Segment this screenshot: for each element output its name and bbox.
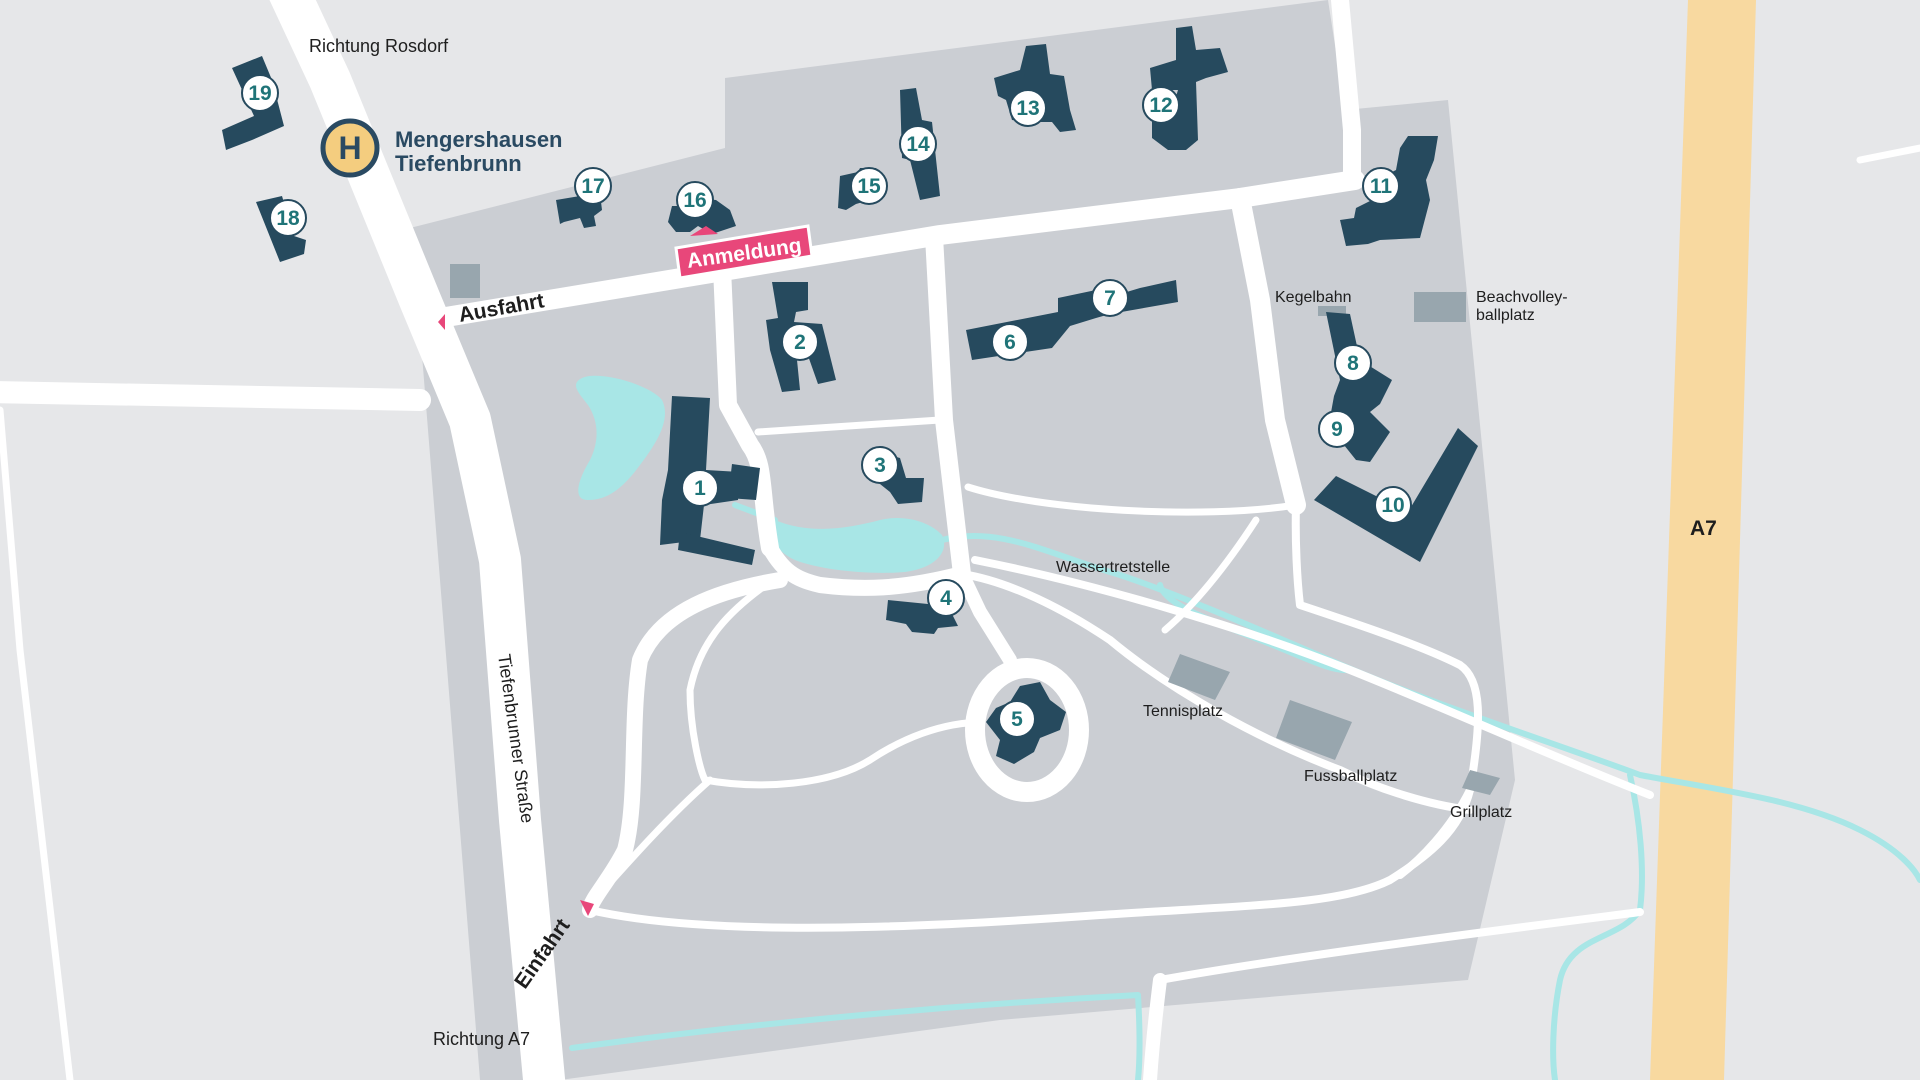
building-marker-circle — [927, 579, 965, 617]
building-marker-circle — [1091, 279, 1129, 317]
building-marker-circle — [991, 323, 1029, 361]
building-13-marker[interactable]: 13 — [1009, 89, 1047, 127]
label-motorway-a7: A7 — [1690, 517, 1717, 540]
label-kegelbahn: Kegelbahn — [1275, 289, 1352, 306]
building-number: 3 — [874, 454, 886, 477]
building-marker-circle — [681, 469, 719, 507]
beachvolleyball-court — [1414, 292, 1466, 322]
label-wassertretstelle: Wassertretstelle — [1056, 559, 1170, 576]
building-number: 4 — [940, 587, 952, 610]
building-number: 16 — [683, 189, 706, 212]
building-11-marker[interactable]: 11 — [1362, 167, 1400, 205]
ausfahrt-arrow-icon — [438, 314, 445, 330]
pond-west — [575, 375, 665, 500]
label-richtung-a7: Richtung A7 — [433, 1029, 530, 1049]
building-marker-circle — [781, 323, 819, 361]
anmeldung-badge — [674, 224, 814, 280]
building-number: 5 — [1011, 708, 1023, 731]
building-1-marker[interactable]: 1 — [681, 469, 719, 507]
label-beachvolleyballplatz-1: Beachvolley- — [1476, 289, 1568, 306]
building-number: 12 — [1149, 94, 1172, 117]
building-number: 17 — [581, 175, 604, 198]
bus-stop-letter: H — [338, 130, 361, 166]
building-number: 8 — [1347, 352, 1359, 375]
facilities — [450, 264, 1500, 795]
football-field — [1276, 700, 1352, 760]
building-marker-circle — [241, 74, 279, 112]
building-number: 6 — [1004, 331, 1016, 354]
building-number: 11 — [1370, 175, 1393, 198]
building-number: 7 — [1104, 287, 1116, 310]
building-9-marker[interactable]: 9 — [1318, 410, 1356, 448]
building-number: 2 — [794, 331, 806, 354]
building-number: 19 — [248, 82, 271, 105]
building-marker-circle — [850, 167, 888, 205]
kegelbahn-marker — [1318, 306, 1346, 316]
tennis-court — [1168, 654, 1230, 700]
building-17-marker[interactable]: 17 — [574, 167, 612, 205]
grill-area — [1462, 770, 1500, 795]
building-marker-circle — [1318, 410, 1356, 448]
building-14-marker[interactable]: 14 — [899, 125, 937, 163]
building-16-marker[interactable]: 16 — [676, 181, 714, 219]
label-tennisplatz: Tennisplatz — [1143, 703, 1223, 720]
bus-stop-h-icon — [320, 118, 380, 178]
building-marker-circle — [1334, 344, 1372, 382]
pond-central — [772, 517, 945, 573]
bus-stop[interactable]: H Mengershausen Tiefenbrunn — [320, 118, 563, 178]
building-marker-circle — [676, 181, 714, 219]
building-number: 10 — [1381, 494, 1404, 517]
label-richtung-rosdorf: Richtung Rosdorf — [309, 36, 449, 56]
building-8-marker[interactable]: 8 — [1334, 344, 1372, 382]
building-18-marker[interactable]: 18 — [269, 199, 307, 237]
building-6-marker[interactable]: 6 — [991, 323, 1029, 361]
road-tiefenbrunner-strasse — [269, 0, 566, 1080]
label-grillplatz: Grillplatz — [1450, 804, 1512, 821]
building-10-marker[interactable]: 10 — [1374, 486, 1412, 524]
building-number: 13 — [1016, 97, 1039, 120]
bus-stop-name-line1: Mengershausen — [395, 127, 563, 152]
building-12-marker[interactable]: 12 — [1142, 86, 1180, 124]
building-marker-circle — [574, 167, 612, 205]
einfahrt-arrow-icon — [580, 900, 594, 916]
small-facility — [450, 264, 480, 298]
building-number: 9 — [1331, 418, 1343, 441]
anmeldung-label[interactable]: Anmeldung — [674, 224, 814, 280]
building-number: 15 — [857, 175, 881, 198]
building-2-marker[interactable]: 2 — [781, 323, 819, 361]
building-marker-circle — [1009, 89, 1047, 127]
bus-stop-name-line2: Tiefenbrunn — [395, 151, 522, 176]
building-marker-circle — [899, 125, 937, 163]
building-marker-circle — [1142, 86, 1180, 124]
anmeldung-pointer — [690, 226, 718, 236]
building-marker-circle — [998, 700, 1036, 738]
building-5-marker[interactable]: 5 — [998, 700, 1036, 738]
building-marker-circle — [269, 199, 307, 237]
building-3-marker[interactable]: 3 — [861, 446, 899, 484]
building-number: 18 — [276, 207, 300, 230]
building-7-marker[interactable]: 7 — [1091, 279, 1129, 317]
building-marker-circle — [861, 446, 899, 484]
label-fussballplatz: Fussballplatz — [1304, 768, 1397, 785]
building-marker-circle — [1362, 167, 1400, 205]
building-number: 1 — [694, 477, 706, 500]
building-19-marker[interactable]: 19 — [241, 74, 279, 112]
label-beachvolleyballplatz-2: ballplatz — [1476, 307, 1535, 324]
building-marker-circle — [1374, 486, 1412, 524]
building-4-marker[interactable]: 4 — [927, 579, 965, 617]
building-10-shape — [1314, 428, 1478, 562]
motorway-a7 — [1650, 0, 1756, 1080]
building-15-marker[interactable]: 15 — [850, 167, 888, 205]
building-number: 14 — [906, 133, 930, 156]
